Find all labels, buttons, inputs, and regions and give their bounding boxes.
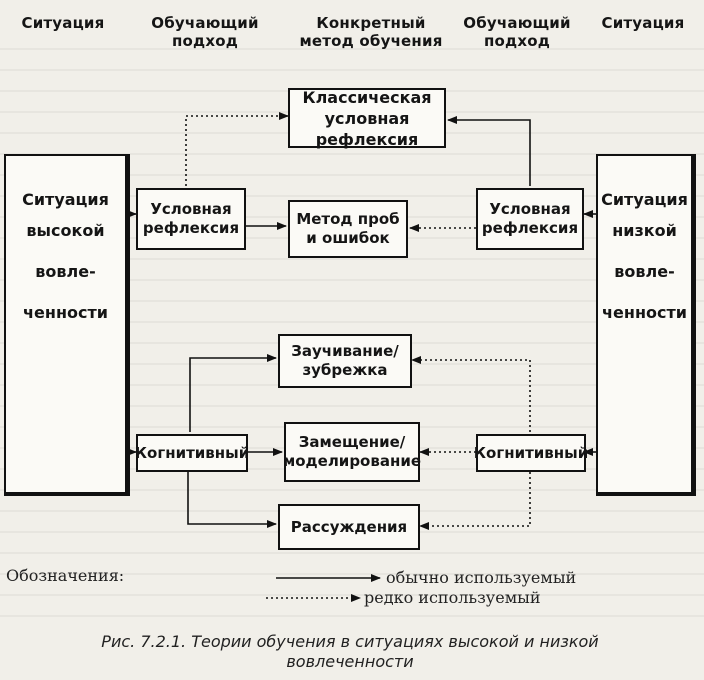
method-rote-learning: Заучивание/ зубрежка: [278, 334, 412, 388]
bleed-line: [0, 552, 704, 554]
approach-conditioned-right: Условная рефлексия: [476, 188, 584, 250]
legend-title: Обозначения:: [6, 566, 125, 585]
bleed-line: [0, 615, 704, 617]
approach-conditioned-left: Условная рефлексия: [136, 188, 246, 250]
header-method: Конкретный метод обучения: [299, 14, 443, 50]
situation-low-line-3: вовле-: [614, 262, 675, 281]
bleed-line: [0, 153, 704, 155]
situation-low-line-1: Ситуация: [601, 190, 688, 209]
method-classical-conditioning: Классическая условная рефлексия: [288, 88, 446, 149]
method-reasoning: Рассуждения: [278, 504, 420, 550]
wire-rcog-reasoning: [419, 472, 531, 530]
bleed-line: [0, 279, 704, 281]
approach-cognitive-left: Когнитивный: [135, 434, 249, 472]
situation-high-line-4: ченности: [23, 303, 108, 322]
wire-lcog-reasoning: [187, 472, 277, 528]
situation-low-involvement-box: Ситуация низкой вовле- ченности: [596, 154, 696, 496]
wire-rcog-rote: [411, 356, 531, 432]
bleed-line: [0, 48, 704, 50]
legend-common-label: обычно используемый: [386, 568, 577, 587]
situation-low-line-2: низкой: [612, 221, 677, 240]
situation-high-involvement-box: Ситуация высокой вовле- ченности: [4, 154, 130, 496]
bleed-line: [0, 174, 704, 176]
wire-lcog-rote: [189, 354, 277, 432]
bleed-line: [0, 69, 704, 71]
method-trial-and-error: Метод проб и ошибок: [288, 200, 408, 258]
header-approach-left: Обучающий подход: [151, 14, 259, 50]
situation-high-line-1: Ситуация: [22, 190, 109, 209]
situation-high-line-3: вовле-: [35, 262, 96, 281]
bleed-line: [0, 258, 704, 260]
approach-cognitive-right: Когнитивный: [474, 434, 588, 472]
bleed-line: [0, 300, 704, 302]
bleed-line: [0, 573, 704, 575]
wire-lcond-classical: [185, 112, 289, 186]
method-modeling: Замещение/ моделирование: [283, 422, 421, 482]
header-situation-right: Ситуация: [601, 14, 685, 32]
legend-rare-label: редко используемый: [364, 588, 541, 607]
bleed-line: [0, 489, 704, 491]
bleed-line: [0, 405, 704, 407]
header-situation-left: Ситуация: [21, 14, 105, 32]
figure-caption: Рис. 7.2.1. Теории обучения в ситуациях …: [101, 632, 599, 671]
bleed-line: [0, 321, 704, 323]
situation-low-line-4: ченности: [602, 303, 687, 322]
wire-rcond-classical: [447, 116, 531, 186]
header-approach-right: Обучающий подход: [463, 14, 571, 50]
situation-high-line-2: высокой: [26, 221, 105, 240]
bleed-line: [0, 195, 704, 197]
